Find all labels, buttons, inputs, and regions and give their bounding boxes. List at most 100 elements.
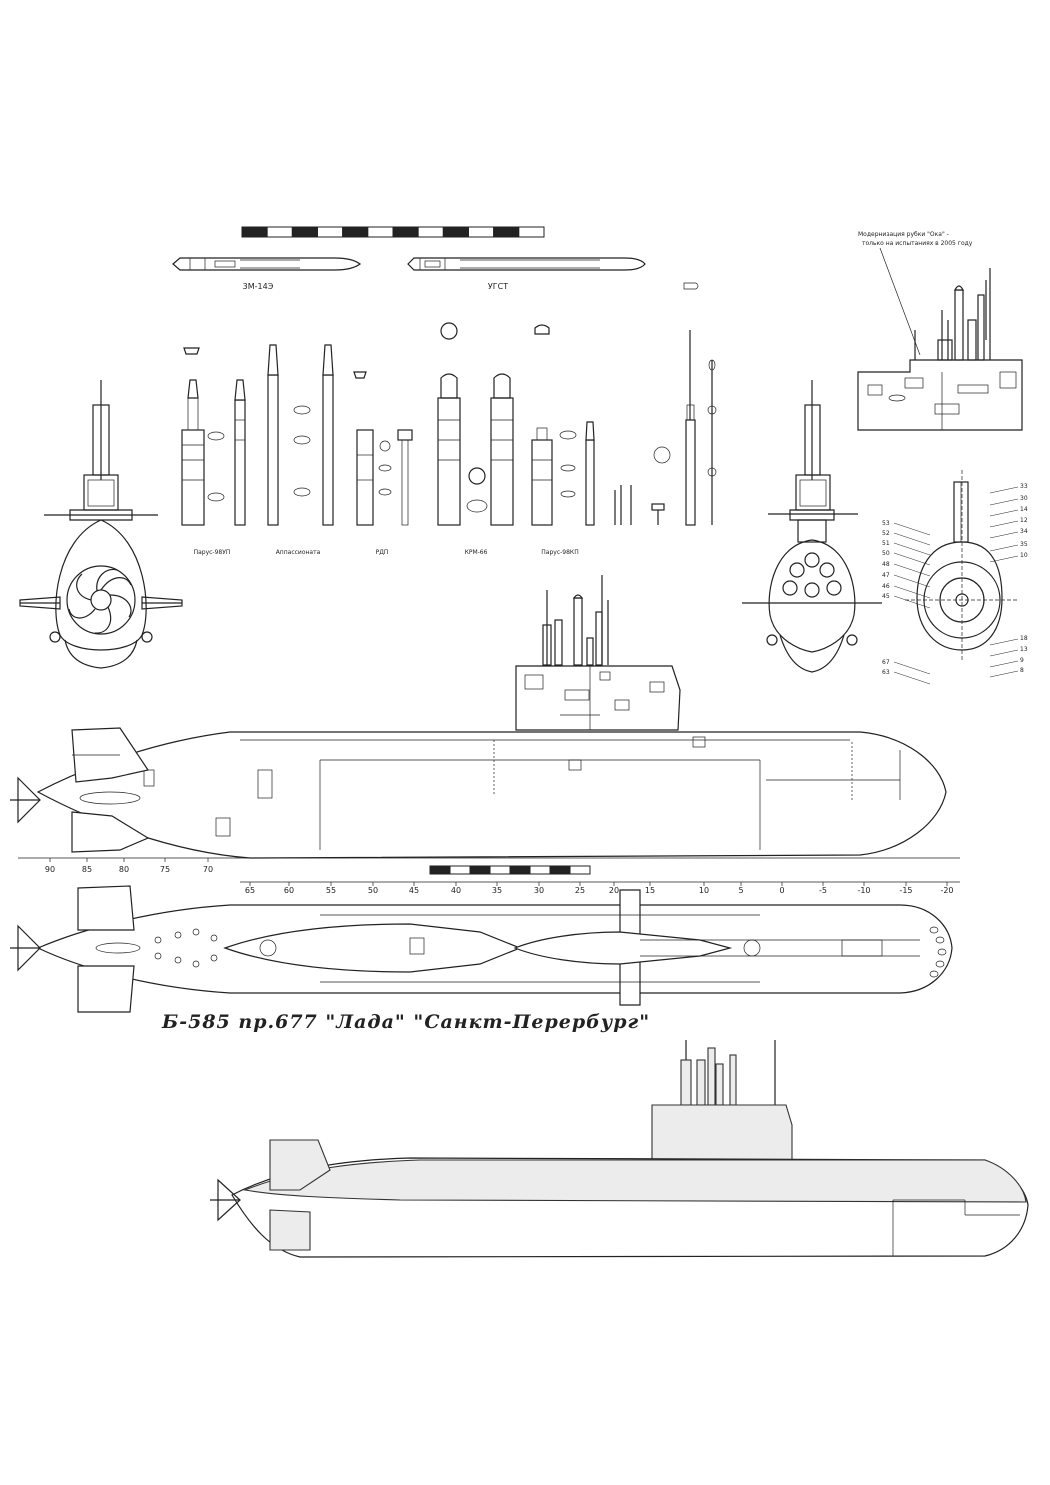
scale-bar-middle	[429, 865, 591, 875]
leader-line	[893, 595, 931, 609]
scale-segment	[493, 226, 520, 238]
mast-parus-98up: Парус-98УП	[181, 347, 246, 556]
section-number: 47	[882, 572, 890, 579]
leader-line	[989, 555, 1019, 563]
frame-number: 40	[451, 886, 461, 895]
leader-line	[989, 531, 1019, 539]
side-profile	[10, 575, 947, 859]
frame-number: 25	[575, 886, 585, 895]
leader-line	[893, 552, 931, 566]
mast-appassionata: Аппассионата	[267, 344, 367, 556]
frame-number: 60	[284, 886, 294, 895]
mast-krm66-label: КРМ-66	[465, 549, 488, 556]
scale-segment	[489, 865, 511, 875]
section-number: 9	[1020, 657, 1024, 664]
antenna-mast	[685, 330, 717, 526]
section-number: 35	[1020, 541, 1028, 548]
frame-number: 30	[534, 886, 544, 895]
section-number: 63	[882, 669, 890, 676]
small-section-mark	[683, 282, 699, 290]
torpedo-tubes-icon	[782, 552, 842, 598]
leader-line	[893, 563, 931, 577]
frame-number: 20	[609, 886, 619, 895]
leader-line	[893, 585, 931, 599]
plan-view	[10, 885, 953, 1013]
leader-line	[989, 520, 1019, 528]
scale-segment	[317, 226, 344, 238]
section-number: 46	[882, 583, 890, 590]
frame-number: 65	[245, 886, 255, 895]
section-number: 45	[882, 593, 890, 600]
torpedo-ugst-label: УГСТ	[488, 282, 508, 291]
leader-line	[989, 660, 1019, 668]
scale-bar-top	[241, 226, 545, 238]
frame-number: 70	[203, 865, 213, 874]
frame-number: 10	[699, 886, 709, 895]
frame-number: -10	[857, 886, 870, 895]
section-number: 51	[882, 540, 890, 547]
scale-segment	[291, 226, 319, 238]
note-line-2: только на испытаниях в 2005 году	[862, 240, 973, 247]
leader-line	[989, 649, 1019, 657]
section-number: 67	[882, 659, 890, 666]
leader-line	[893, 671, 931, 685]
scale-segment	[549, 865, 571, 875]
frame-number: 5	[738, 886, 743, 895]
mast-rdp-label: РДП	[376, 549, 389, 556]
scale-segment	[518, 226, 545, 238]
frame-number: 75	[160, 865, 170, 874]
drawing-title: Б-585 пр.677 "Лада" "Санкт-Перербург"	[161, 1011, 650, 1033]
leader-line	[989, 498, 1019, 506]
shaded-profile	[210, 1040, 1029, 1258]
scale-segment	[367, 226, 394, 238]
frame-number: -20	[940, 886, 953, 895]
section-number: 18	[1020, 635, 1028, 642]
mast-parus-98kp-label: Парус-98КП	[541, 549, 578, 556]
torpedo-ugst: УГСТ	[407, 257, 646, 291]
leader-line	[893, 542, 931, 556]
sail-detail: Модернизация рубки "Ока" - только на исп…	[857, 231, 1023, 431]
mast-appassionata-label: Аппассионата	[276, 549, 321, 556]
leader-line	[989, 509, 1019, 517]
deck-fittings	[154, 928, 218, 968]
torpedo-hatches-icon	[929, 926, 947, 978]
scale-segment	[342, 226, 369, 238]
torpedo-3m14e-label: 3М-14Э	[243, 282, 274, 291]
frame-number: 0	[779, 886, 784, 895]
frame-number: 55	[326, 886, 336, 895]
scale-segment	[509, 865, 531, 875]
frame-number: 80	[119, 865, 129, 874]
mast-krm66: КРМ-66	[437, 322, 550, 556]
note-line-1: Модернизация рубки "Ока" -	[858, 231, 949, 238]
torpedo-3m14e: 3М-14Э	[172, 257, 362, 291]
propeller-icon	[66, 565, 136, 635]
leader-line	[893, 574, 931, 588]
scale-segment	[241, 226, 268, 238]
scale-segment	[529, 865, 551, 875]
bow-view	[742, 380, 882, 673]
frame-number: 45	[409, 886, 419, 895]
section-number: 50	[882, 550, 890, 557]
frame-number: 50	[368, 886, 378, 895]
leader-line	[893, 522, 931, 536]
scale-segment	[417, 226, 444, 238]
frame-number: 35	[492, 886, 502, 895]
frame-number: 85	[82, 865, 92, 874]
scale-segment	[449, 865, 471, 875]
frame-number: 90	[45, 865, 55, 874]
scale-segment	[569, 865, 591, 875]
frame-number: 15	[645, 886, 655, 895]
mast-parus-98up-label: Парус-98УП	[194, 549, 231, 556]
bottom-masts	[680, 1040, 776, 1106]
scale-segment	[469, 865, 491, 875]
leader-line	[989, 486, 1019, 494]
mast-rdp: РДП	[356, 429, 413, 556]
section-number: 48	[882, 561, 890, 568]
leader-line	[989, 638, 1019, 646]
scale-segment	[266, 226, 293, 238]
section-number: 13	[1020, 646, 1028, 653]
